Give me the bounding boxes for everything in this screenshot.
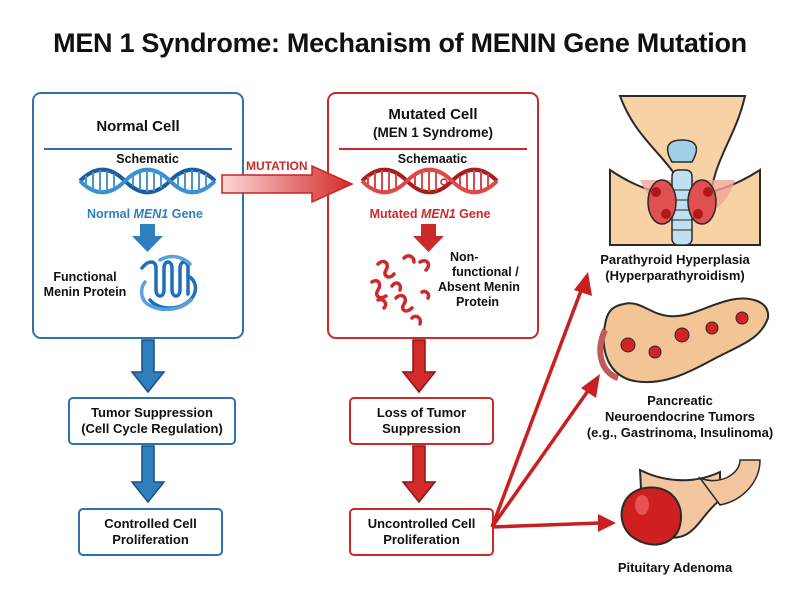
normal-cell-title: Normal Cell bbox=[96, 118, 180, 135]
mutated-gene-to-protein-arrow-icon bbox=[413, 224, 444, 252]
mutated-cell-title: Mutated Cell (MEN 1 Syndrome) bbox=[372, 106, 494, 140]
normal-gene-label: Normal MEN1 Gene bbox=[86, 207, 204, 221]
mutated-flow-arrows bbox=[401, 339, 437, 504]
mutation-label: MUTATION bbox=[246, 159, 308, 173]
mutated-cell-panel: Mutated Cell (MEN 1 Syndrome) bbox=[327, 92, 539, 339]
normal-gene-to-protein-arrow-icon bbox=[132, 224, 163, 252]
functional-menin-protein-icon bbox=[139, 254, 198, 312]
normal-schematic-label: Schematic bbox=[116, 152, 179, 166]
normal-cell-divider bbox=[44, 148, 232, 150]
normal-cell-panel: Normal Cell bbox=[32, 92, 244, 339]
mutation-arrow-icon bbox=[221, 164, 354, 204]
parathyroid-label: Parathyroid Hyperplasia (Hyperparathyroi… bbox=[600, 252, 750, 283]
page-title: MEN 1 Syndrome: Mechanism of MENIN Gene … bbox=[53, 28, 747, 58]
normal-dna-helix-icon bbox=[78, 167, 217, 195]
pituitary-label: Pituitary Adenoma bbox=[617, 560, 733, 575]
mutated-cell-divider bbox=[339, 148, 527, 150]
outcome-arrows bbox=[490, 272, 616, 532]
nonfunctional-menin-label: Non- functional / Absent Menin Protein bbox=[438, 250, 520, 309]
red-arrow-1-icon bbox=[401, 339, 437, 394]
mutated-gene-label: Mutated MEN1 Gene bbox=[369, 207, 491, 221]
blue-arrow-1-icon bbox=[130, 339, 166, 394]
tumor-suppression-box: Tumor Suppression(Cell Cycle Regulation) bbox=[68, 397, 236, 445]
functional-menin-label: Functional Menin Protein bbox=[43, 270, 127, 299]
pancreas-illustration-icon bbox=[597, 297, 770, 384]
neck-thyroid-illustration-icon bbox=[609, 95, 761, 246]
nonfunctional-menin-fragments-icon bbox=[370, 254, 431, 326]
blue-arrow-2-icon bbox=[130, 445, 166, 504]
normal-flow-arrows bbox=[130, 339, 166, 504]
mutated-schematic-label: Schemaatic bbox=[397, 152, 468, 166]
pancreatic-label: Pancreatic Neuroendocrine Tumors (e.g., … bbox=[586, 393, 774, 440]
red-arrow-2-icon bbox=[401, 445, 437, 504]
pituitary-illustration-icon bbox=[620, 459, 761, 546]
mutated-dna-helix-icon bbox=[360, 167, 499, 195]
